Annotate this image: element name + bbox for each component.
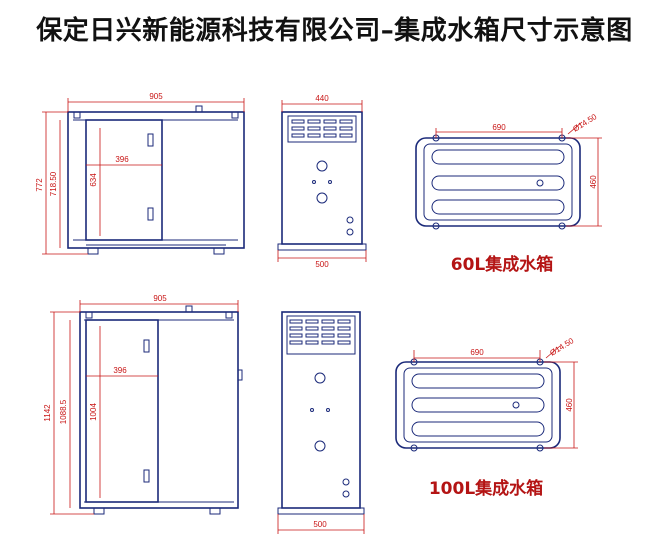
dim-hole-dia-60l: Ø14.50 — [571, 112, 598, 134]
dim-front-width-60l: 905 — [149, 92, 163, 101]
vent-slots-100l — [289, 319, 351, 345]
dim-door-width-100l: 396 — [113, 366, 127, 375]
pipe-port-icon — [316, 160, 328, 172]
dim-side-base-width-100l: 500 — [313, 520, 327, 529]
door-handle-icon — [143, 339, 150, 353]
side-view-100l: 500 — [277, 311, 365, 534]
side-view-60l: 440 500 — [277, 94, 367, 269]
top-view-100l: 690 Ø14.50 460 — [395, 336, 578, 452]
dim-depth-100l: 460 — [565, 398, 574, 412]
tank-label-100l: 100L集成水箱 — [429, 478, 543, 499]
top-view-60l: 690 Ø14.50 460 — [415, 112, 602, 230]
pipe-port-icon — [314, 372, 326, 384]
door-handle-icon — [147, 133, 154, 147]
door-latch-icon — [147, 207, 154, 221]
tank-label-60l: 60L集成水箱 — [451, 254, 554, 275]
pipe-port-icon — [314, 440, 326, 452]
dim-depth-60l: 460 — [589, 175, 598, 189]
dim-door-height-100l: 1004 — [89, 403, 98, 421]
page-title: 保定日兴新能源科技有限公司–集成水箱尺寸示意图 — [36, 16, 633, 46]
dim-side-top-width-60l: 440 — [315, 94, 329, 103]
dim-hole-dia-100l: Ø14.50 — [548, 336, 575, 358]
door-panel-100l — [85, 319, 159, 503]
mount-hole-icon — [410, 444, 418, 452]
door-latch-icon — [143, 469, 150, 483]
dim-front-inner-height-60l: 718.50 — [49, 171, 58, 196]
dim-hole-spacing-100l: 690 — [470, 348, 484, 357]
mount-hole-icon — [558, 222, 566, 230]
mount-hole-icon — [536, 444, 544, 452]
dim-front-inner-height-100l: 1088.5 — [59, 399, 68, 424]
dim-hole-spacing-60l: 690 — [492, 123, 506, 132]
pipe-port-icon — [316, 192, 328, 204]
mount-hole-icon — [432, 222, 440, 230]
dim-front-height-100l: 1142 — [43, 404, 52, 422]
dim-door-height-60l: 634 — [89, 173, 98, 187]
front-view-60l: 905 772 718.50 634 396 — [35, 92, 245, 255]
dim-front-width-100l: 905 — [153, 294, 167, 303]
dim-side-base-width-60l: 500 — [315, 260, 329, 269]
vent-slots-60l — [291, 119, 353, 138]
dim-door-width-60l: 396 — [115, 155, 129, 164]
front-view-100l: 905 1142 1088.5 1004 396 — [43, 294, 243, 515]
dim-front-height-60l: 772 — [35, 178, 44, 192]
